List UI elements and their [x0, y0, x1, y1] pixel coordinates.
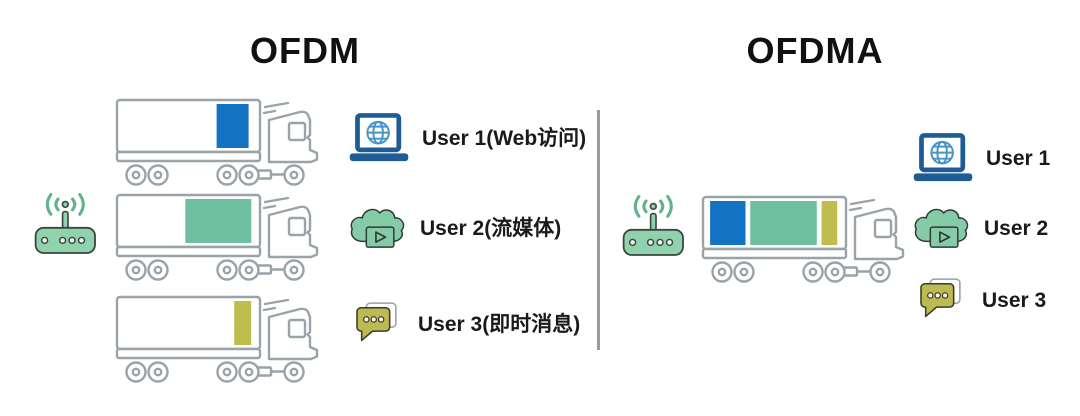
user3-label: User 3 [982, 288, 1047, 312]
user1-row-left: User 1(Web访问) [348, 112, 586, 165]
user1-label: User 1(Web访问) [422, 127, 587, 151]
wifi-router-icon [34, 192, 96, 254]
chat-message-icon [350, 300, 406, 348]
cloud-streaming-icon [914, 208, 969, 248]
wifi-router-icon [620, 192, 692, 259]
user2-row-right: User 2 [912, 203, 1048, 255]
cargo-block [710, 201, 746, 245]
laptop-web-icon [348, 112, 410, 165]
ofdma-truck-shared [700, 193, 910, 285]
wifi-router-icon [32, 190, 104, 257]
ofdma-title: OFDMA [746, 30, 884, 71]
user3-row-right: User 3 [914, 276, 1046, 324]
user1-label: User 1 [986, 147, 1051, 171]
chat-message-icon [914, 276, 970, 324]
laptop-web-icon [349, 113, 409, 162]
user2-label: User 2(流媒体) [420, 217, 562, 241]
cargo-block [234, 301, 252, 345]
cloud-streaming-icon [912, 203, 972, 255]
user2-row-left: User 2(流媒体) [348, 203, 561, 255]
cargo-block [821, 201, 838, 245]
ofdm-title: OFDM [250, 30, 360, 71]
user1-row-right: User 1 [912, 132, 1050, 185]
cargo-block [216, 104, 249, 148]
chat-message-icon [920, 278, 961, 318]
ofdm-truck-user2 [114, 191, 324, 283]
user2-label: User 2 [984, 217, 1049, 241]
truck-icon [115, 98, 319, 186]
laptop-web-icon [913, 133, 973, 182]
user3-label: User 3(即时消息) [418, 312, 581, 336]
cargo-block [185, 199, 252, 243]
panel-divider [597, 110, 600, 350]
user3-row-left: User 3(即时消息) [350, 300, 580, 348]
cargo-block [750, 201, 817, 245]
wifi-router-icon [622, 194, 684, 256]
truck-icon [115, 295, 319, 383]
cloud-streaming-icon [350, 208, 405, 248]
truck-icon [701, 195, 905, 283]
ofdm-truck-user3 [114, 293, 324, 385]
chat-message-icon [356, 302, 397, 342]
truck-icon [115, 193, 319, 281]
laptop-web-icon [912, 132, 974, 185]
cloud-streaming-icon [348, 203, 408, 255]
ofdm-truck-user1 [114, 96, 324, 188]
